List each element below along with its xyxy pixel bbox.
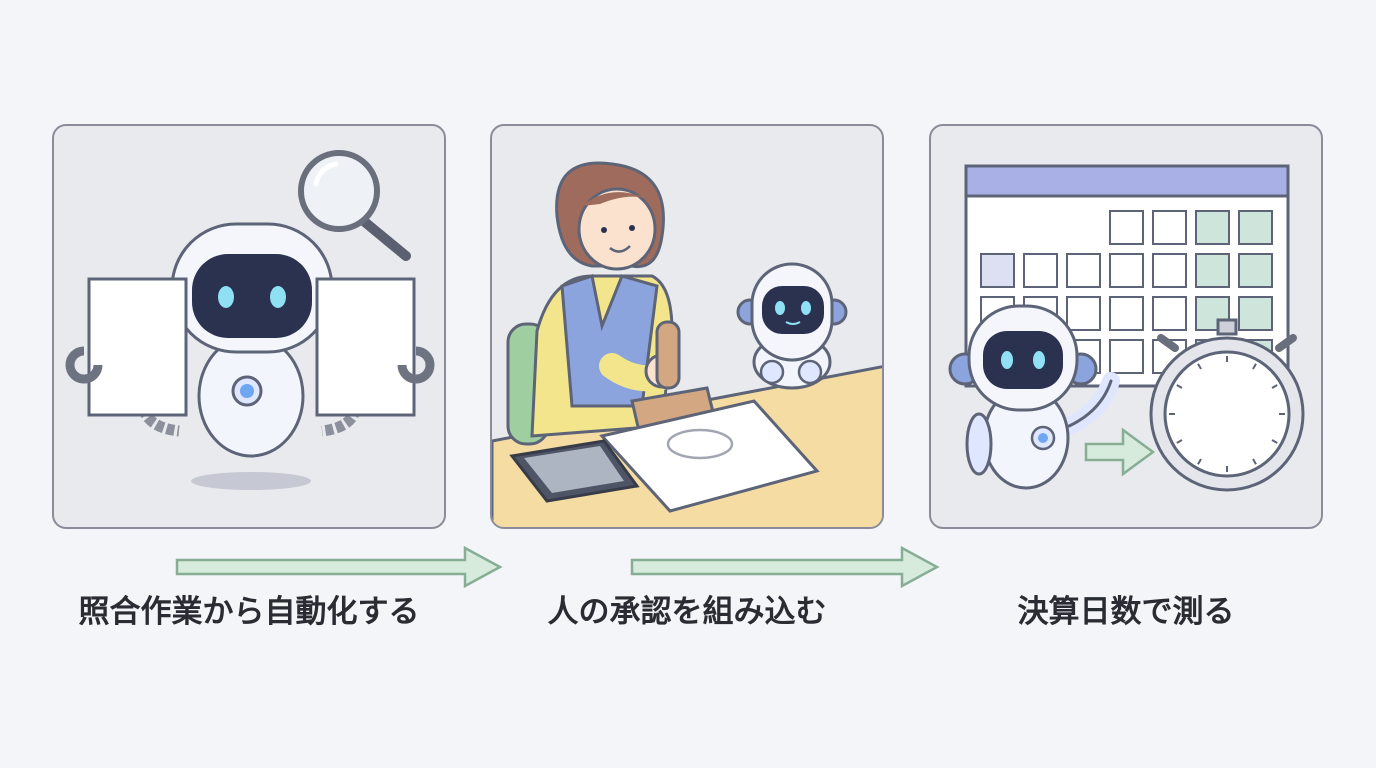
calendar-cell (1109, 210, 1144, 245)
step3-illustration-panel (929, 124, 1323, 529)
robot-body (197, 334, 305, 458)
robot-head (170, 222, 334, 354)
stopwatch-icon (1149, 318, 1305, 492)
stopwatch-tick (1176, 439, 1183, 444)
calendar-cell (1109, 253, 1144, 288)
calendar-cell (1066, 296, 1101, 331)
step2-label: 人の承認を組み込む (547, 594, 827, 630)
tablet-icon (509, 439, 640, 503)
person (530, 161, 680, 438)
robot-pointing (948, 304, 1120, 490)
calendar-cell (1066, 253, 1101, 288)
flow-arrow-1 (175, 545, 503, 589)
calendar-cell (1195, 296, 1230, 331)
calendar-cell (1152, 253, 1187, 288)
flow-arrow-2 (630, 545, 940, 589)
small-arrow-icon (1084, 427, 1156, 477)
stopwatch-tick (1271, 384, 1278, 389)
calendar-cell (980, 253, 1015, 288)
stopwatch-tick (1197, 363, 1202, 370)
calendar-cell (1195, 210, 1230, 245)
stopwatch-tick (1271, 439, 1278, 444)
robot-shadow (191, 472, 311, 490)
calendar-cell (1238, 296, 1273, 331)
approval-paper (599, 399, 820, 513)
magnifier-icon (298, 150, 411, 261)
robot-matching-documents-illustration (65, 150, 435, 490)
calendar-cell (1238, 253, 1273, 288)
right-document (315, 277, 435, 417)
small-robot (736, 262, 848, 390)
step3-label: 決算日数で測る (1017, 594, 1235, 630)
stopwatch-tick (1176, 384, 1183, 389)
calendar-cell (1109, 296, 1144, 331)
calendar-cell (1109, 339, 1144, 374)
calendar-cell (1238, 210, 1273, 245)
calendar-cell (1152, 210, 1187, 245)
step1-label: 照合作業から自動化する (78, 594, 420, 630)
person-approval-illustration (492, 161, 882, 527)
stopwatch-tick (1197, 458, 1202, 465)
calendar-cell (1023, 253, 1058, 288)
stopwatch-tick (1252, 363, 1257, 370)
calendar-cell (1195, 253, 1230, 288)
left-document (65, 277, 188, 417)
stopwatch-tick (1252, 458, 1257, 465)
step1-illustration-panel (52, 124, 446, 529)
step2-illustration-panel (490, 124, 884, 529)
calendar-cell (1152, 296, 1187, 331)
calendar-stopwatch-illustration (948, 164, 1305, 492)
